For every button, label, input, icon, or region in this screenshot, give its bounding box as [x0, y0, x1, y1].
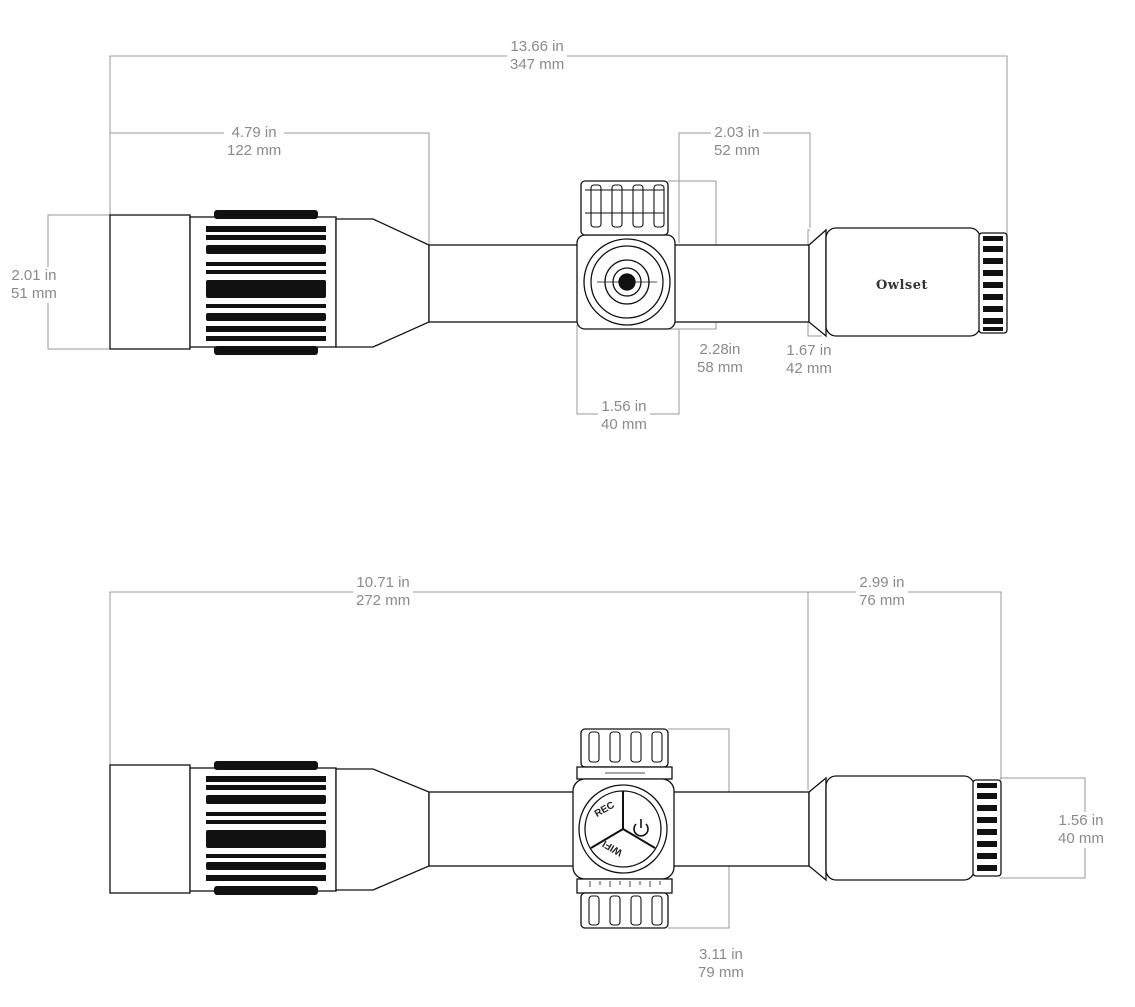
eyepiece-length-in: 4.79 in	[231, 124, 277, 141]
control-dial-dividers	[590, 791, 656, 849]
turret-width-mm: 40 mm	[601, 416, 647, 433]
top-view-scope: Owlset	[109, 180, 1008, 355]
turret-width-label: 1.56 in 40 mm	[598, 398, 650, 434]
eyepiece-diameter-in: 2.01 in	[11, 267, 57, 284]
side-objective-diameter-in: 1.56 in	[1058, 812, 1104, 829]
eyepiece-knurling	[206, 210, 326, 355]
side-eyepiece-taper	[335, 768, 430, 891]
overall-length-mm: 347 mm	[510, 56, 565, 73]
eyepiece-diameter-mm: 51 mm	[11, 285, 57, 302]
overall-length-in: 13.66 in	[510, 38, 564, 55]
side-eyepiece-cup	[109, 764, 191, 894]
top-turret-cap	[580, 180, 669, 236]
objective-length-mm: 52 mm	[714, 142, 760, 159]
top-turret-ribs	[585, 184, 665, 228]
side-upper-turret-ribs	[588, 731, 663, 763]
turret-height-label: 2.28in 58 mm	[694, 341, 746, 377]
side-objective-wheel-knurling	[977, 783, 997, 871]
side-view-scope: REC WIFI	[109, 728, 1002, 929]
side-objective-focus-wheel	[972, 779, 1002, 877]
brand-label: Owlset	[876, 278, 928, 293]
objective-diameter-in: 1.67 in	[786, 342, 832, 359]
turret-height-mm: 58 mm	[697, 359, 743, 376]
objective-diameter-label: 1.67 in 42 mm	[783, 342, 835, 378]
objective-length-label: 2.03 in 52 mm	[711, 124, 763, 160]
side-upper-turret	[580, 728, 669, 768]
body-length-bracket	[109, 591, 809, 790]
turret-width-in: 1.56 in	[601, 398, 647, 415]
side-dimension-lines	[109, 591, 1086, 929]
objective-taper	[808, 228, 827, 338]
objective-length-in: 2.03 in	[714, 124, 760, 141]
objective-wheel-knurling	[983, 236, 1003, 331]
lower-scale-ticks	[589, 881, 661, 887]
eyepiece-cup	[109, 214, 191, 350]
objective-diameter-mm: 42 mm	[786, 360, 832, 377]
body-length-mm: 272 mm	[356, 592, 411, 609]
eyepiece-length-mm: 122 mm	[227, 142, 282, 159]
eyepiece-diameter-label: 2.01 in 51 mm	[8, 267, 60, 303]
side-objective-length-bracket	[808, 591, 1002, 780]
eyepiece-length-label: 4.79 in 122 mm	[224, 124, 285, 160]
power-icon	[633, 819, 649, 837]
side-lower-turret-scale	[576, 878, 673, 894]
eyepiece-taper	[335, 218, 430, 348]
side-turret-height-label: 3.11 in 79 mm	[695, 946, 747, 982]
side-objective-length-in: 2.99 in	[859, 574, 905, 591]
side-objective-diameter-label: 1.56 in 40 mm	[1055, 812, 1107, 848]
side-objective-length-mm: 76 mm	[859, 592, 905, 609]
side-objective-diameter-mm: 40 mm	[1058, 830, 1104, 847]
body-length-label: 10.71 in 272 mm	[353, 574, 414, 610]
side-lower-turret-ribs	[588, 895, 663, 926]
turret-height-in: 2.28in	[699, 341, 741, 358]
side-objective-length-label: 2.99 in 76 mm	[856, 574, 908, 610]
side-objective-bell	[825, 775, 975, 881]
body-length-in: 10.71 in	[356, 574, 410, 591]
side-lower-turret	[580, 892, 669, 929]
overall-length-label: 13.66 in 347 mm	[507, 38, 568, 74]
side-objective-taper	[808, 776, 827, 882]
side-eyepiece-knurling	[206, 761, 326, 895]
side-turret-height-in: 3.11 in	[698, 946, 743, 963]
side-turret-height-mm: 79 mm	[698, 964, 744, 981]
